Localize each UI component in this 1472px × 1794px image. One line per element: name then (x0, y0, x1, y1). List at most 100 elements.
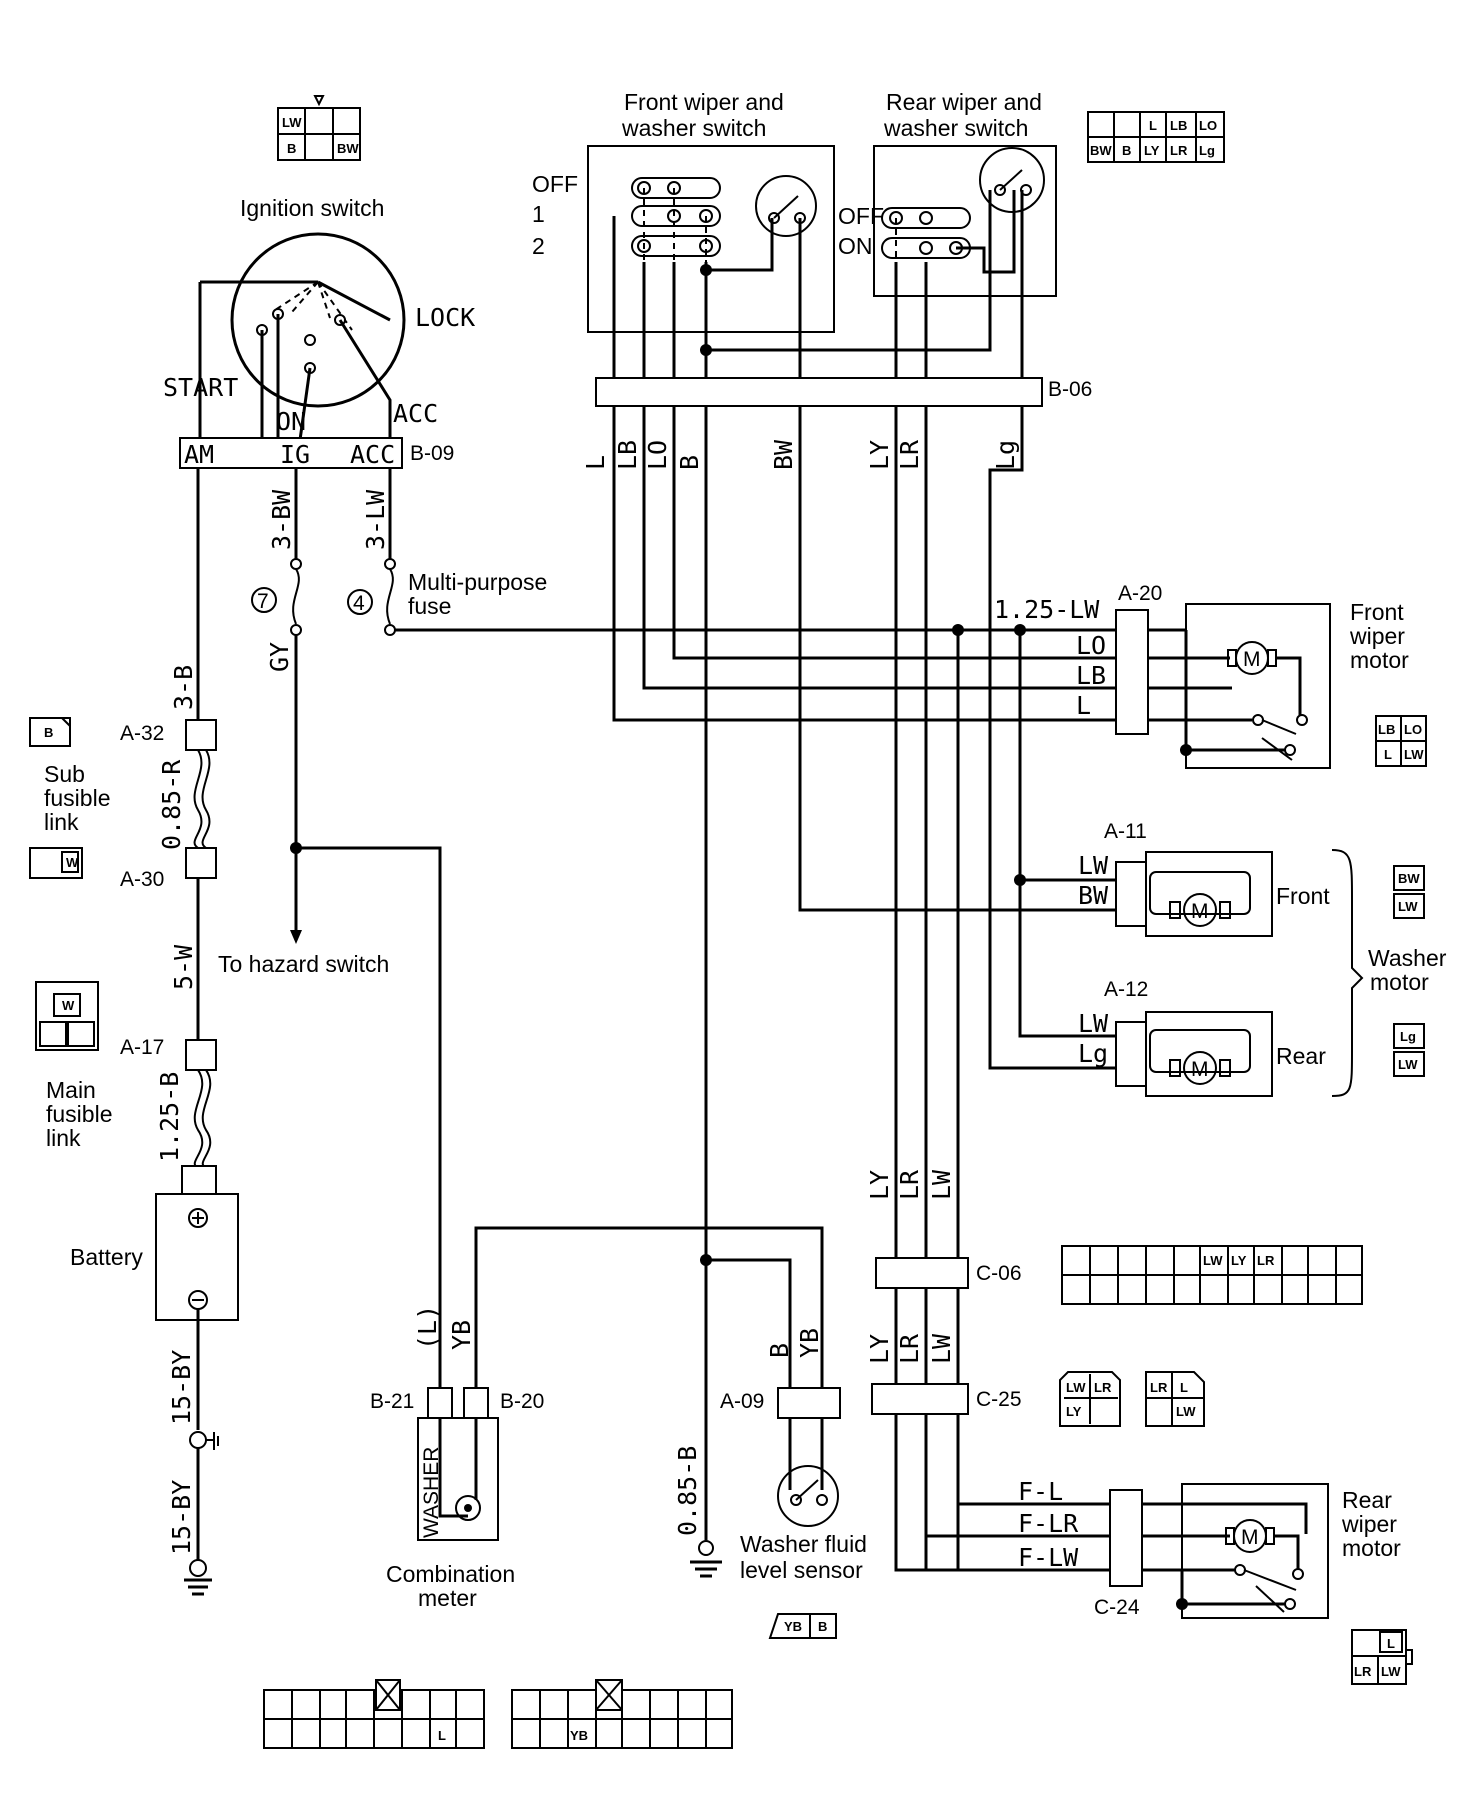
combination-meter: (L) YB B-21 B-20 WASHER Combination mete… (370, 1226, 824, 1611)
svg-text:LR: LR (1094, 1380, 1112, 1395)
rear-pos-on: ON (838, 233, 873, 259)
connector-a11: A-11 (1104, 820, 1147, 843)
connector-a09: A-09 (720, 1390, 764, 1413)
connector-b06: B-06 (1048, 378, 1092, 401)
meter-title-1: Combination (386, 1561, 515, 1587)
svg-text:LR: LR (1170, 143, 1188, 158)
svg-text:LO: LO (1076, 631, 1106, 660)
svg-text:LY: LY (1231, 1253, 1247, 1268)
hazard-label: To hazard switch (218, 951, 389, 977)
svg-text:LW: LW (1404, 747, 1424, 762)
svg-text:LW: LW (1176, 1404, 1196, 1419)
svg-text:LO: LO (1199, 118, 1217, 133)
wire-085r: 0.85-R (157, 759, 186, 850)
connector-c25: C-25 (976, 1388, 1022, 1411)
svg-text:B: B (44, 725, 53, 740)
pin-bw: BW (337, 141, 359, 156)
fuse-7: 7 (257, 590, 269, 613)
bottom-connector-left: L (263, 1679, 485, 1749)
sub-fusible-title-1: Sub (44, 761, 85, 787)
ignition-switch: LW B BW Ignition switch LOCK START ON AC… (163, 95, 475, 469)
svg-text:L: L (438, 1728, 446, 1743)
front-switch-title-2: washer switch (621, 115, 766, 141)
rear-switch-pinout: L LB LO BW B LY LR Lg (1087, 111, 1225, 163)
svg-text:LY: LY (865, 1334, 894, 1364)
rear-wiper-switch: Rear wiper and washer switch OFF ON L LB… (838, 89, 1225, 297)
front-pos-1: 1 (532, 201, 545, 227)
wire-3lw: 3-LW (361, 489, 390, 550)
svg-text:LW: LW (1381, 1664, 1401, 1679)
washer-motor-brace: Washer motor BW LW Lg LW (1331, 849, 1447, 1097)
wire-5w: 5-W (169, 944, 198, 990)
svg-text:M: M (1191, 900, 1209, 923)
washer-motor-title-1: Washer (1368, 945, 1447, 971)
wire-085b: 0.85-B (673, 1446, 702, 1536)
ignition-switch-pinout: LW B BW (277, 95, 361, 161)
rear-switch-title-2: washer switch (883, 115, 1028, 141)
svg-text:Lg: Lg (991, 440, 1020, 470)
svg-text:LR: LR (1150, 1380, 1168, 1395)
ignition-switch-title: Ignition switch (240, 195, 384, 221)
svg-text:L: L (1384, 747, 1392, 762)
connector-a17: A-17 (120, 1036, 164, 1059)
front-motor-title-1: Front (1350, 599, 1404, 625)
front-pos-off: OFF (532, 171, 578, 197)
svg-text:YB: YB (570, 1728, 588, 1743)
svg-text:LY: LY (865, 1170, 894, 1200)
svg-text:F-LR: F-LR (1018, 1509, 1079, 1538)
rear-motor-title-2: wiper (1341, 1511, 1397, 1537)
svg-text:LR: LR (1354, 1664, 1372, 1679)
svg-text:LW: LW (1398, 1057, 1418, 1072)
connector-c24: C-24 (1094, 1596, 1140, 1619)
svg-text:LW: LW (1078, 851, 1109, 880)
svg-text:LW: LW (1398, 899, 1418, 914)
svg-text:Lg: Lg (1400, 1029, 1416, 1044)
sub-fusible-title-2: fusible (44, 785, 110, 811)
svg-text:B: B (818, 1619, 827, 1634)
ground-and-sensor: 0.85-B B YB A-09 Washer fluid level sens… (673, 1254, 867, 1639)
svg-text:Lg: Lg (1078, 1039, 1108, 1068)
pin-lw: LW (282, 115, 302, 130)
pos-lock: LOCK (415, 303, 475, 332)
main-fusible-title-2: fusible (46, 1101, 112, 1127)
power-chain: 3-B A-32 0.85-R A-30 5-W A-17 1.25-B B S… (29, 468, 239, 1596)
fuse-title-2: fuse (408, 593, 451, 619)
rear-motor-title-3: motor (1342, 1535, 1401, 1561)
wire-125b: 1.25-B (155, 1072, 184, 1162)
meter-title-2: meter (418, 1585, 477, 1611)
svg-text:BW: BW (1090, 143, 1112, 158)
svg-text:LB: LB (1170, 118, 1187, 133)
svg-text:LW: LW (1203, 1253, 1223, 1268)
svg-text:L: L (1387, 1636, 1395, 1651)
term-acc: ACC (350, 440, 395, 469)
main-fusible-title-3: link (46, 1125, 81, 1151)
term-ig: IG (280, 440, 310, 469)
svg-text:LW: LW (1078, 1009, 1109, 1038)
front-motor-title-2: wiper (1349, 623, 1405, 649)
battery-label: Battery (70, 1244, 143, 1270)
svg-text:LW: LW (927, 1169, 956, 1200)
svg-text:LR: LR (895, 1169, 924, 1200)
svg-text:F-LW: F-LW (1018, 1543, 1079, 1572)
front-pos-2: 2 (532, 233, 545, 259)
front-wiper-switch: Front wiper and washer switch OFF 1 2 (532, 89, 835, 333)
rear-trunk: LY LR LW C-06 LY LR LW C-25 LW LY LR (865, 1169, 1363, 1427)
svg-text:Lg: Lg (1199, 143, 1215, 158)
wire-125lw: 1.25-LW (994, 595, 1100, 624)
wire-3bw: 3-BW (267, 489, 296, 550)
svg-text:LW: LW (1066, 1380, 1086, 1395)
pin-b: B (287, 141, 296, 156)
main-fusible-title-1: Main (46, 1077, 96, 1103)
connector-a20: A-20 (1118, 582, 1162, 605)
svg-text:B: B (675, 455, 704, 470)
washer-motor-title-2: motor (1370, 969, 1429, 995)
front-motor-pinout: LB LO L LW (1375, 715, 1427, 767)
sub-fusible-title-3: link (44, 809, 79, 835)
svg-text:L: L (1149, 118, 1157, 133)
connector-a12: A-12 (1104, 978, 1148, 1001)
svg-text:M: M (1191, 1058, 1209, 1081)
svg-text:BW: BW (1398, 871, 1420, 886)
fuse-4: 4 (353, 592, 365, 615)
connector-a32: A-32 (120, 722, 164, 745)
connector-a30: A-30 (120, 868, 164, 891)
